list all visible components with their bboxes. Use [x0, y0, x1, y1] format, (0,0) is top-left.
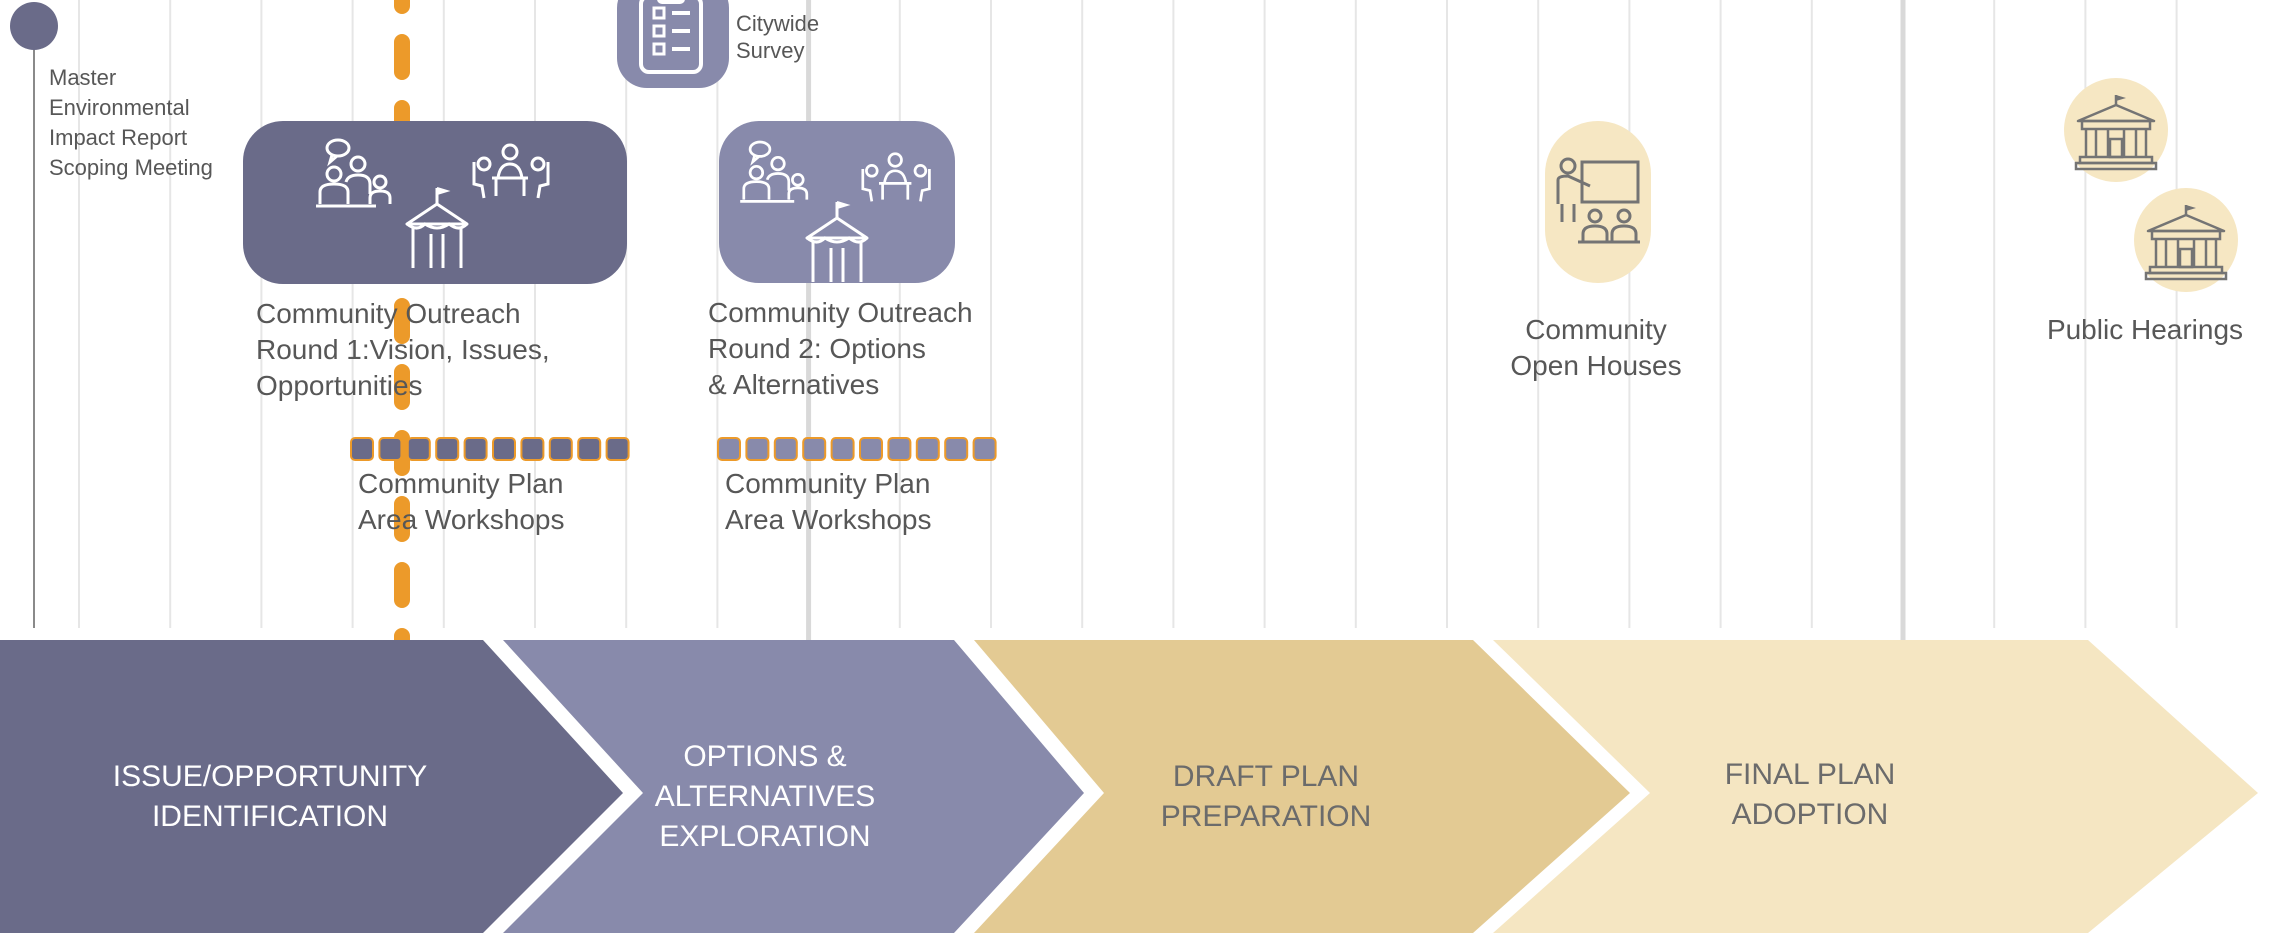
workshop-marker [463, 437, 488, 461]
phase-bar [0, 640, 2258, 933]
open-houses-label: Community Open Houses [1510, 314, 1682, 381]
outreach-round2-icon [719, 121, 955, 284]
workshop-marker [406, 437, 431, 461]
master-eir-label: Master Environmental Impact Report Scopi… [49, 65, 213, 180]
workshops-round2-label: Community Plan Area Workshops [725, 468, 932, 535]
phase-chevron-issue [0, 640, 623, 933]
phase-chevron-draft [974, 640, 1630, 933]
workshop-marker [605, 437, 630, 461]
workshop-marker [887, 437, 912, 461]
workshop-marker [378, 437, 403, 461]
workshop-marker [972, 437, 997, 461]
workshop-marker [717, 437, 741, 461]
workshop-marker [577, 437, 602, 461]
clipboard-checklist-icon [617, 0, 729, 88]
workshop-marker [492, 437, 516, 461]
workshop-marker [745, 437, 770, 461]
workshop-marker [859, 437, 883, 461]
workshop-dots-round2 [717, 437, 997, 461]
presentation-audience-icon [1545, 121, 1651, 283]
outreach-round1-label: Community Outreach Round 1:Vision, Issue… [256, 298, 550, 401]
workshop-marker [773, 437, 798, 461]
workshop-marker [944, 437, 969, 461]
phase-label-final: FINAL PLAN ADOPTION [1724, 758, 1896, 831]
citywide-survey-label: Citywide Survey [736, 11, 820, 63]
public-hearings-label: Public Hearings [2046, 314, 2244, 345]
phase-label-issue: ISSUE/OPPORTUNITY IDENTIFICATION [112, 760, 428, 833]
workshop-marker [350, 437, 374, 461]
outreach-round2-label: Community Outreach Round 2: Options & Al… [708, 297, 973, 400]
outreach-round1-icon [243, 121, 627, 284]
workshop-marker [520, 437, 545, 461]
phase-label-draft: DRAFT PLAN PREPARATION [1160, 760, 1372, 833]
workshop-marker [548, 437, 573, 461]
government-building-icon [2134, 188, 2238, 292]
workshop-dots-round1 [350, 437, 630, 461]
phase-label-options: OPTIONS & ALTERNATIVES EXPLORATION [654, 740, 876, 853]
workshop-marker [802, 437, 827, 461]
phase-chevron-options [503, 640, 1084, 933]
timeline-grid [78, 0, 2178, 640]
workshop-marker [915, 437, 940, 461]
phase-chevron-final [1493, 640, 2258, 933]
workshop-marker [830, 437, 855, 461]
government-building-icon [2064, 78, 2168, 182]
workshop-marker [435, 437, 460, 461]
timeline-marker-icon [10, 2, 58, 50]
workshops-round1-label: Community Plan Area Workshops [358, 468, 565, 535]
